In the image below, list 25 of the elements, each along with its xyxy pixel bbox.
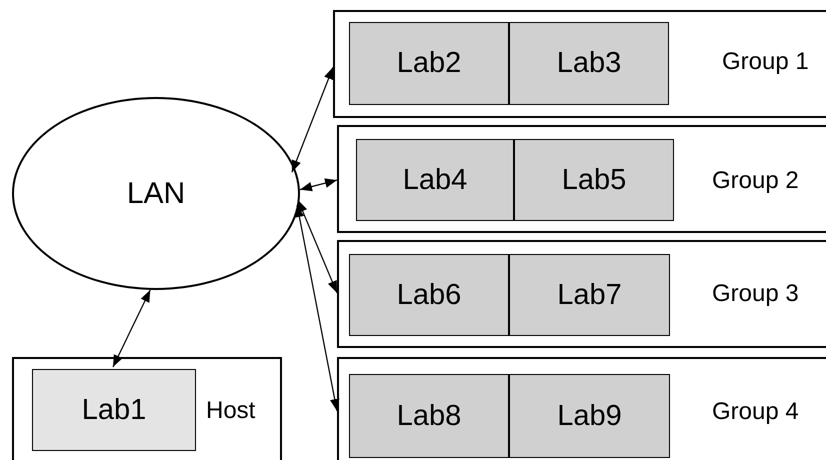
group-box <box>333 10 826 118</box>
group-box <box>337 125 826 233</box>
group-label: Group 4 <box>712 398 799 426</box>
double-arrow <box>112 290 151 368</box>
lab-box: Lab4 <box>356 139 514 221</box>
node-label: LAN <box>126 176 186 210</box>
lab-box: Lab6 <box>349 254 509 336</box>
group-label: Group 1 <box>722 48 809 76</box>
lab-box: Lab2 <box>349 22 509 105</box>
lab-box: Lab9 <box>509 374 670 458</box>
double-arrow <box>297 200 338 294</box>
lab-box: Lab3 <box>509 22 669 105</box>
lab-box: Lab5 <box>514 139 674 221</box>
group-box <box>337 357 826 460</box>
host-box <box>12 357 282 460</box>
group-label: Group 2 <box>712 167 799 195</box>
group-box <box>337 240 826 348</box>
lab-box: Lab7 <box>509 254 670 336</box>
group-label: Group 3 <box>712 280 799 308</box>
lab-box: Lab1 <box>32 369 196 451</box>
double-arrow <box>300 178 338 192</box>
group-label: Host <box>206 397 256 425</box>
double-arrow <box>294 204 340 412</box>
lab-box: Lab8 <box>349 374 509 458</box>
double-arrow <box>291 67 334 172</box>
